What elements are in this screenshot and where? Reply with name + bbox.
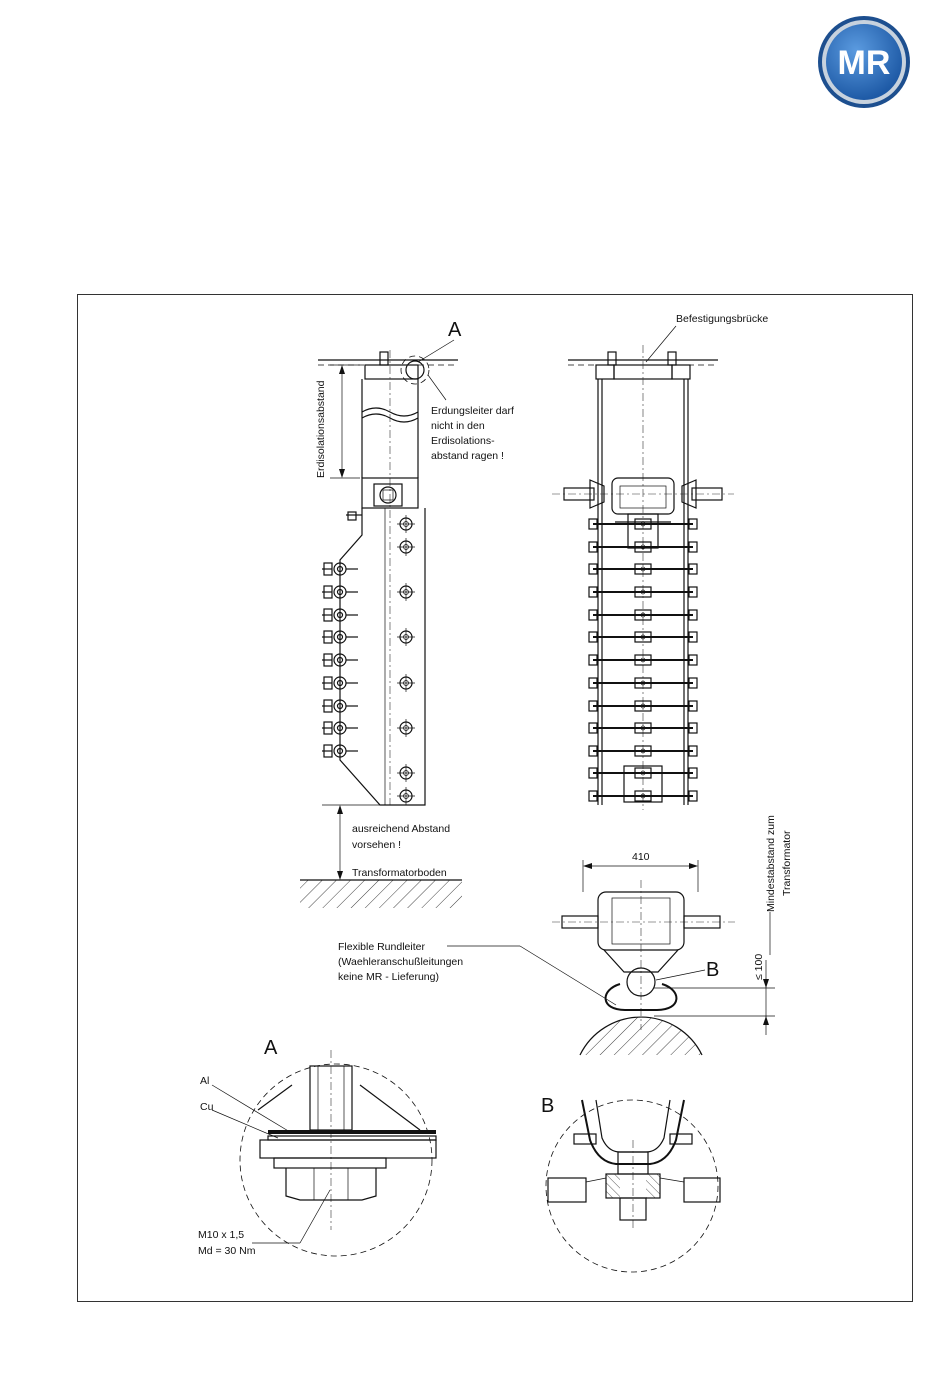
label-m10: M10 x 1,5 [198,1229,244,1241]
side-view [300,339,462,908]
label-erdungsleiter-4: abstand ragen ! [431,450,504,462]
detail-b-title: B [541,1095,554,1117]
label-erdungsleiter-1: Erdungsleiter darf [431,405,514,417]
label-md: Md = 30 Nm [198,1245,256,1257]
label-mindestabstand-2: Transformator [781,830,793,896]
mr-logo: MR [818,16,910,108]
label-flexible-1: Flexible Rundleiter [338,941,425,953]
dim-410: 410 [632,851,650,863]
label-erdisolationsabstand: Erdisolationsabstand [315,380,327,478]
label-abstand-2: vorsehen ! [352,839,401,851]
label-transformatorboden: Transformatorboden [352,867,447,879]
label-befestigungsbruecke: Befestigungsbrücke [676,313,768,325]
logo-text: MR [838,44,891,82]
bottom-view [447,860,775,1056]
marker-b: B [706,959,719,981]
label-al: Al [200,1075,209,1087]
front-view [552,325,734,810]
label-flexible-2: (Waehleranschußleitungen [338,956,463,968]
label-erdungsleiter-3: Erdisolations- [431,435,495,447]
detail-a [211,1050,437,1257]
detail-a-title: A [264,1037,278,1059]
label-mindestabstand-1: Mindestabstand zum [765,815,777,912]
marker-a: A [448,319,462,341]
label-cu: Cu [200,1101,214,1113]
dim-100: ≤ 100 [753,954,765,980]
label-flexible-3: keine MR - Lieferung) [338,971,439,983]
detail-b [545,1099,721,1273]
label-abstand-1: ausreichend Abstand [352,823,450,835]
drawing-frame [77,294,913,1302]
label-erdungsleiter-2: nicht in den [431,420,485,432]
